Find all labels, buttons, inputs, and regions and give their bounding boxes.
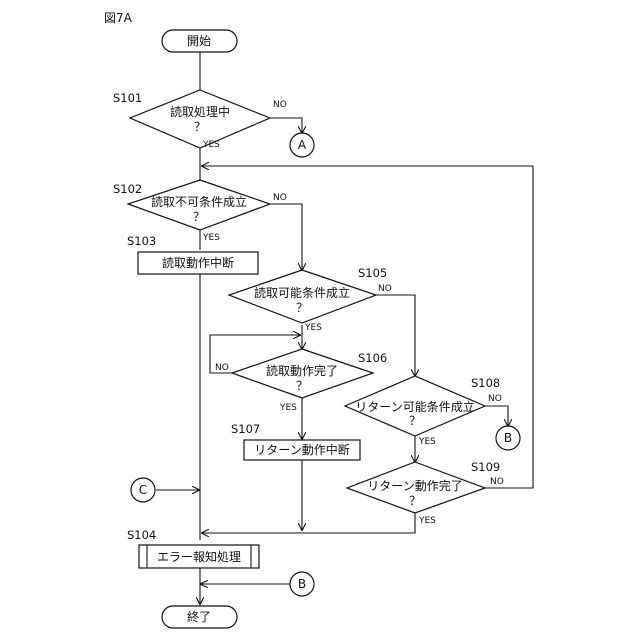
decision-s106-question: ？ xyxy=(296,379,308,393)
end-label: 終了 xyxy=(187,609,211,624)
process-s104-label: エラー報知処理 xyxy=(157,550,241,564)
s102-no-label: NO xyxy=(273,193,287,203)
s101-no-label: NO xyxy=(273,100,287,110)
step-label-s105: S105 xyxy=(358,266,387,280)
s102-yes-label: YES xyxy=(202,233,220,243)
step-label-s108: S108 xyxy=(471,376,500,390)
step-label-s109: S109 xyxy=(471,460,500,474)
s109-yes-label: YES xyxy=(418,516,436,526)
s109-no-label: NO xyxy=(490,477,504,487)
decision-s102: 読取不可条件成立 ？ xyxy=(128,180,270,230)
decision-s106: 読取動作完了 ？ xyxy=(232,349,373,398)
decision-s101-question: ？ xyxy=(194,120,206,134)
connector-a-label: A xyxy=(298,138,307,152)
connector-b-bottom: B xyxy=(290,572,314,596)
decision-s109: リターン動作完了 ？ xyxy=(347,462,485,513)
s108-yes-label: YES xyxy=(418,437,436,447)
connector-b-right-label: B xyxy=(504,431,512,445)
process-s103: 読取動作中断 xyxy=(138,252,258,274)
s101-yes-label: YES xyxy=(202,140,220,150)
connector-b-bottom-label: B xyxy=(298,577,306,591)
s105-no-label: NO xyxy=(378,284,392,294)
step-label-s104: S104 xyxy=(127,528,156,542)
step-label-s102: S102 xyxy=(113,182,142,196)
process-s103-label: 読取動作中断 xyxy=(162,255,234,270)
decision-s108-question: ？ xyxy=(409,414,421,428)
step-label-s107: S107 xyxy=(231,422,260,436)
decision-s106-label: 読取動作完了 xyxy=(266,363,338,378)
connector-a: A xyxy=(290,133,314,157)
end-terminal: 終了 xyxy=(162,606,237,628)
decision-s102-question: ？ xyxy=(193,210,205,224)
step-label-s106: S106 xyxy=(358,351,387,365)
s108-no-label: NO xyxy=(488,394,502,404)
decision-s105-label: 読取可能条件成立 xyxy=(254,285,350,300)
decision-s101: 読取処理中 ？ xyxy=(130,90,270,148)
decision-s101-label: 読取処理中 xyxy=(170,104,230,119)
decision-s109-question: ？ xyxy=(409,494,421,508)
start-terminal: 開始 xyxy=(162,30,237,52)
decision-s102-label: 読取不可条件成立 xyxy=(151,194,247,209)
decision-s108-label: リターン可能条件成立 xyxy=(355,399,474,414)
process-s107: リターン動作中断 xyxy=(244,440,360,460)
decision-s108: リターン可能条件成立 ？ xyxy=(345,376,485,436)
decision-s105: 読取可能条件成立 ？ xyxy=(229,270,376,323)
connector-c: C xyxy=(131,478,155,502)
connector-c-label: C xyxy=(139,483,147,497)
s106-no-label: NO xyxy=(215,363,229,373)
connector-b-right: B xyxy=(496,426,520,450)
start-label: 開始 xyxy=(187,34,211,48)
figure-label: 図7A xyxy=(104,11,133,25)
step-label-s101: S101 xyxy=(113,91,142,105)
decision-s105-question: ？ xyxy=(296,301,308,315)
process-s107-label: リターン動作中断 xyxy=(254,442,349,457)
decision-s109-label: リターン動作完了 xyxy=(367,478,462,493)
step-label-s103: S103 xyxy=(127,234,156,248)
s105-yes-label: YES xyxy=(304,323,322,333)
process-s104: エラー報知処理 xyxy=(139,545,259,568)
s106-yes-label: YES xyxy=(279,403,297,413)
